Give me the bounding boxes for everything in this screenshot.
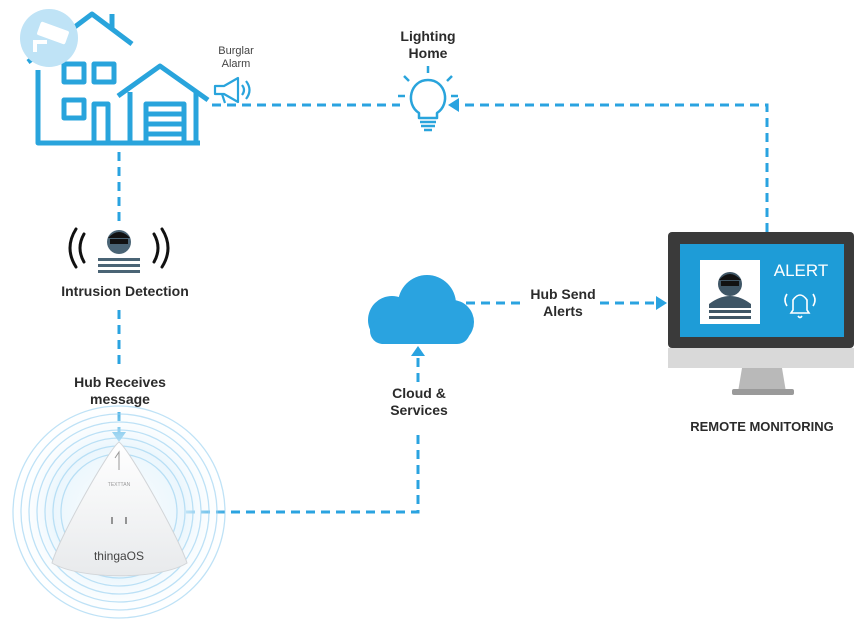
security-camera-icon bbox=[33, 21, 69, 52]
connector-monitor-to-bulb bbox=[458, 103, 769, 232]
connector-hub-to-cloud bbox=[186, 432, 420, 514]
intruder-icon bbox=[68, 227, 170, 274]
monitor-icon: ALERT bbox=[668, 232, 854, 395]
lighting-home-line-2: Home bbox=[408, 45, 448, 61]
cloud-services-line-2: Services bbox=[390, 402, 448, 418]
lighting-home-label: Lighting Home bbox=[388, 28, 468, 62]
remote-monitoring-label: REMOTE MONITORING bbox=[672, 418, 852, 435]
hub-brand-text: thingaOS bbox=[94, 549, 144, 563]
house-icon bbox=[26, 11, 210, 146]
remote-monitoring-text: REMOTE MONITORING bbox=[690, 419, 834, 434]
intrusion-detection-text: Intrusion Detection bbox=[61, 283, 189, 299]
screen-intruder-icon bbox=[709, 272, 751, 320]
camera-badge bbox=[20, 9, 78, 67]
arrow-into-bulb bbox=[448, 98, 459, 112]
intrusion-detection-label: Intrusion Detection bbox=[40, 283, 210, 300]
hub-send-alerts-label: Hub Send Alerts bbox=[516, 286, 610, 320]
hub-send-line-1: Hub Send bbox=[530, 286, 596, 302]
hub-send-line-2: Alerts bbox=[543, 303, 583, 319]
hub-receives-line-2: message bbox=[90, 391, 150, 407]
megaphone-icon bbox=[213, 76, 251, 104]
cloud-services-line-1: Cloud & bbox=[392, 385, 446, 401]
light-bulb-icon bbox=[398, 66, 458, 132]
cloud-icon bbox=[368, 275, 474, 344]
hub-receives-line-1: Hub Receives bbox=[74, 374, 166, 390]
cloud-services-label: Cloud & Services bbox=[370, 385, 468, 419]
lighting-home-line-1: Lighting bbox=[400, 28, 456, 44]
burglar-alarm-line-2: Alarm bbox=[221, 58, 251, 70]
alert-text: ALERT bbox=[774, 261, 829, 280]
hub-device: TEXTTAN thingaOS bbox=[9, 402, 229, 622]
burglar-alarm-line-1: Burglar bbox=[218, 45, 254, 57]
burglar-alarm-label: Burglar Alarm bbox=[206, 45, 266, 71]
connector-lines bbox=[117, 103, 769, 514]
hub-receives-label: Hub Receives message bbox=[50, 374, 190, 408]
hub-top-text: TEXTTAN bbox=[108, 482, 131, 488]
bell-icon bbox=[784, 293, 816, 319]
arrow-into-cloud bbox=[411, 346, 425, 356]
arrow-into-monitor bbox=[656, 296, 667, 310]
